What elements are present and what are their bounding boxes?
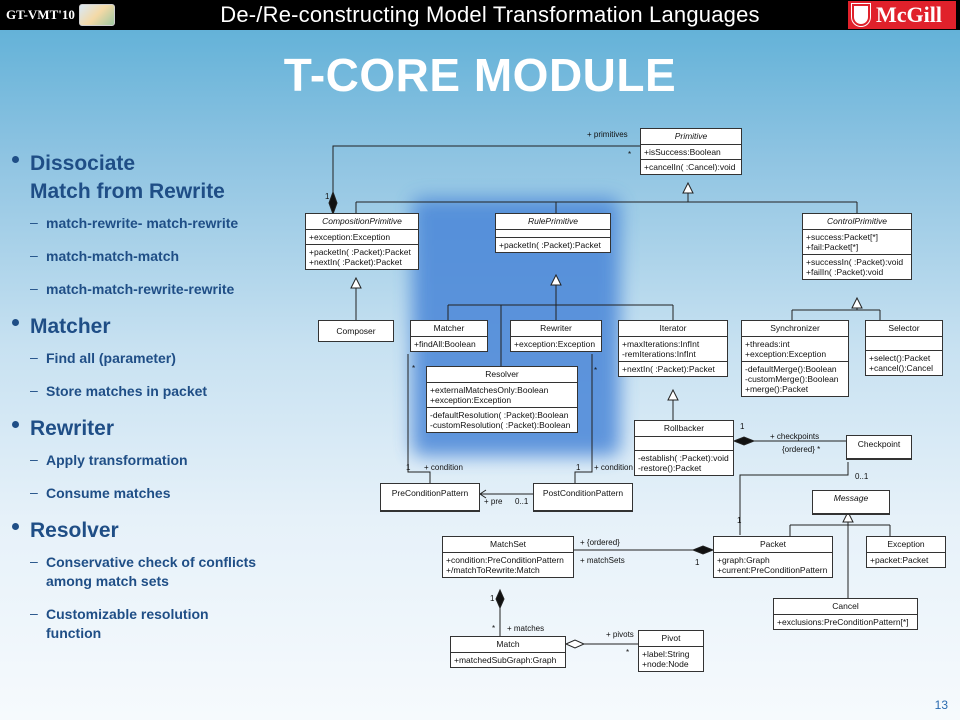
assoc-label-star: *	[628, 150, 632, 159]
bullet-text: Resolver	[30, 519, 119, 542]
uml-class-matcher: Matcher +findAll:Boolean	[410, 320, 488, 352]
uml-class-synchronizer: Synchronizer +threads:int +exception:Exc…	[741, 320, 849, 397]
sub-bullet-item: –Store matches in packet	[8, 382, 298, 401]
assoc-label-star: *	[492, 624, 496, 633]
bullet-item: Rewriter	[8, 415, 298, 443]
sub-bullet-item: –Find all (parameter)	[8, 349, 298, 368]
mcgill-logo: McGill	[848, 1, 956, 29]
uml-class-primitive: Primitive +isSuccess:Boolean +cancelIn( …	[640, 128, 742, 175]
uml-class-composition-primitive: CompositionPrimitive +exception:Exceptio…	[305, 213, 419, 270]
sub-bullet-text: Customizable resolution function	[46, 606, 209, 641]
slide-title: T-CORE MODULE	[283, 49, 677, 101]
assoc-label-one: 1	[740, 422, 745, 431]
bullet-text: Dissociate Match from Rewrite	[30, 152, 225, 203]
assoc-label-pivots: + pivots	[606, 630, 634, 639]
bullet-item: Resolver	[8, 517, 298, 545]
sub-bullet-item: –Customizable resolution function	[8, 605, 298, 643]
uml-class-postcondition-pattern: PostConditionPattern	[533, 483, 633, 512]
uml-class-precondition-pattern: PreConditionPattern	[380, 483, 480, 512]
uml-class-rollbacker: Rollbacker -establish( :Packet):void -re…	[634, 420, 734, 476]
uml-class-match: Match +matchedSubGraph:Graph	[450, 636, 566, 668]
uml-class-rule-primitive: RulePrimitive +packetIn( :Packet):Packet	[495, 213, 611, 253]
bullet-item: Matcher	[8, 313, 298, 341]
uml-class-diagram: Primitive +isSuccess:Boolean +cancelIn( …	[300, 120, 960, 690]
bullet-dot-icon	[12, 523, 19, 530]
conference-name: GT-VMT'10	[6, 7, 75, 22]
sub-bullet-text: match-match-rewrite-rewrite	[46, 281, 235, 297]
assoc-label-zero-one: 0..1	[515, 497, 529, 506]
uml-class-iterator: Iterator +maxIterations:InfInt -remItera…	[618, 320, 728, 377]
conference-logo-image	[78, 4, 115, 26]
uml-class-cancel: Cancel +exclusions:PreConditionPattern[*…	[773, 598, 918, 630]
sub-bullet-text: Apply transformation	[46, 452, 188, 468]
bullet-text: Matcher	[30, 315, 111, 338]
bullet-dot-icon	[12, 156, 19, 163]
bullet-item: Dissociate Match from Rewrite	[8, 150, 298, 206]
sub-bullet-text: Consume matches	[46, 485, 171, 501]
sub-bullet-text: Find all (parameter)	[46, 350, 176, 366]
assoc-label-checkpoints: + checkpoints	[770, 432, 820, 441]
bullet-list: Dissociate Match from Rewrite –match-rew…	[8, 150, 298, 657]
uml-class-message: Message	[812, 490, 890, 515]
university-name: McGill	[876, 2, 942, 27]
uml-class-checkpoint: Checkpoint	[846, 435, 912, 460]
bullet-dot-icon	[12, 319, 19, 326]
sub-bullet-item: –match-rewrite- match-rewrite	[8, 214, 298, 233]
assoc-label-condition: + condition	[424, 463, 463, 472]
page-number: 13	[934, 698, 948, 712]
sub-bullet-item: –Consume matches	[8, 484, 298, 503]
assoc-label-pre: + pre	[484, 497, 503, 506]
assoc-label-one: 1	[695, 558, 700, 567]
assoc-label-primitives: + primitives	[587, 130, 628, 139]
uml-class-pivot: Pivot +label:String +node:Node	[638, 630, 704, 672]
assoc-label-star: *	[626, 648, 630, 657]
sub-bullet-item: –match-match-rewrite-rewrite	[8, 280, 298, 299]
assoc-label-zero-one: 0..1	[855, 472, 869, 481]
assoc-label-star: *	[594, 366, 598, 375]
uml-class-resolver: Resolver +externalMatchesOnly:Boolean +e…	[426, 366, 578, 433]
assoc-label-matchsets: + matchSets	[580, 556, 625, 565]
sub-bullet-text: match-match-match	[46, 248, 180, 264]
uml-class-rewriter: Rewriter +exception:Exception	[510, 320, 602, 352]
uml-class-control-primitive: ControlPrimitive +success:Packet[*] +fai…	[802, 213, 912, 280]
sub-bullet-text: Conservative check of conflicts among ma…	[46, 554, 257, 589]
assoc-label-one: 1	[737, 516, 742, 525]
mcgill-shield-icon	[852, 4, 870, 26]
uml-class-selector: Selector +select():Packet +cancel():Canc…	[865, 320, 943, 376]
uml-class-matchset: MatchSet +condition:PreConditionPattern …	[442, 536, 574, 578]
uml-class-composer: Composer	[318, 320, 394, 342]
assoc-label-one: 1	[325, 192, 330, 201]
assoc-label-one: 1	[490, 594, 495, 603]
bullet-dot-icon	[12, 421, 19, 428]
assoc-label-star: *	[412, 364, 416, 373]
sub-bullet-text: match-rewrite- match-rewrite	[46, 215, 239, 231]
sub-bullet-item: –Apply transformation	[8, 451, 298, 470]
uml-class-exception: Exception +packet:Packet	[866, 536, 946, 568]
header-bar: GT-VMT'10 De-/Re-constructing Model Tran…	[0, 0, 960, 30]
assoc-label-matches: + matches	[507, 624, 545, 633]
assoc-label-one: 1	[576, 463, 581, 472]
assoc-label-ordered: + {ordered}	[580, 538, 620, 547]
assoc-label-ordered: {ordered} *	[782, 445, 821, 454]
assoc-label-condition: + condition	[594, 463, 633, 472]
sub-bullet-item: –match-match-match	[8, 247, 298, 266]
uml-class-packet: Packet +graph:Graph +current:PreConditio…	[713, 536, 833, 578]
bullet-text: Rewriter	[30, 417, 115, 440]
assoc-label-one: 1	[406, 463, 411, 472]
presentation-title: De-/Re-constructing Model Transformation…	[220, 2, 760, 27]
sub-bullet-item: –Conservative check of conflicts among m…	[8, 553, 298, 591]
sub-bullet-text: Store matches in packet	[46, 383, 208, 399]
conference-logo: GT-VMT'10	[6, 3, 115, 27]
